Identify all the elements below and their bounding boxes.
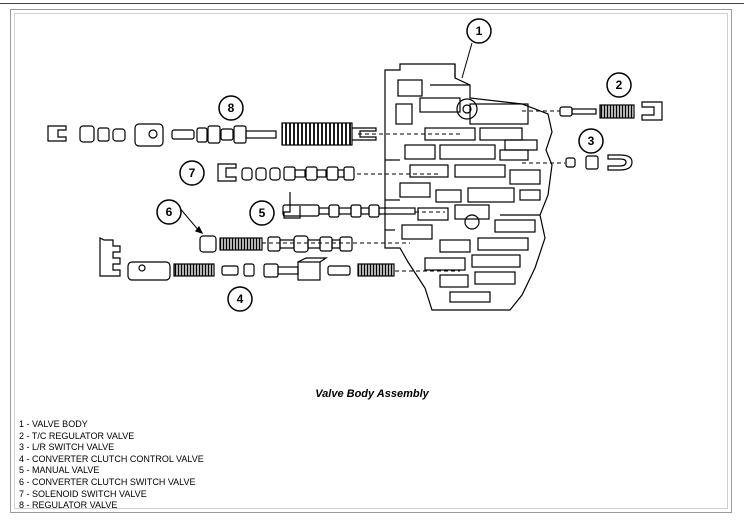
converter-clutch-switch-valve-parts	[177, 205, 353, 253]
callout-8: 8	[218, 95, 244, 121]
regulator-valve-parts	[47, 122, 377, 147]
valve-body-casting	[384, 63, 553, 311]
svg-text:1: 1	[476, 24, 483, 38]
solenoid-switch-valve-parts	[217, 163, 355, 182]
parts-legend: 1 - VALVE BODY 2 - T/C REGULATOR VALVE 3…	[19, 419, 204, 512]
callout-5: 5	[249, 200, 275, 226]
svg-text:7: 7	[189, 166, 196, 180]
callout-1: 1	[461, 18, 492, 79]
lr-switch-valve-parts	[565, 154, 633, 171]
callout-2: 2	[606, 72, 632, 98]
legend-item: 2 - T/C REGULATOR VALVE	[19, 430, 135, 441]
svg-text:8: 8	[228, 101, 235, 115]
svg-text:5: 5	[259, 206, 266, 220]
figure-frame	[10, 9, 732, 513]
manual-valve-parts	[282, 192, 416, 219]
legend-item: 5 - MANUAL VALVE	[19, 465, 100, 476]
svg-text:2: 2	[616, 78, 623, 92]
callout-6: 6	[156, 199, 182, 225]
legend-item: 7 - SOLENOID SWITCH VALVE	[19, 488, 147, 499]
tc-regulator-valve-parts	[559, 101, 663, 121]
callout-3: 3	[578, 128, 604, 154]
figure-frame-inner	[14, 13, 728, 509]
legend-item: 8 - REGULATOR VALVE	[19, 500, 118, 511]
callout-4: 4	[227, 286, 253, 312]
top-rule	[0, 3, 744, 4]
svg-text:6: 6	[166, 205, 173, 219]
figure-caption: Valve Body Assembly	[315, 388, 429, 400]
legend-item: 1 - VALVE BODY	[19, 419, 88, 429]
svg-text:3: 3	[588, 134, 595, 148]
callout-7: 7	[179, 160, 205, 186]
assembly-center-lines	[262, 110, 565, 272]
legend-item: 3 - L/R SWITCH VALVE	[19, 442, 115, 453]
legend-item: 6 - CONVERTER CLUTCH SWITCH VALVE	[19, 476, 196, 487]
valve-body-illustration: 1 2 3 4 5 6 7 8	[47, 18, 663, 312]
converter-clutch-control-valve-parts	[99, 237, 395, 281]
svg-text:4: 4	[237, 292, 244, 306]
legend-item: 4 - CONVERTER CLUTCH CONTROL VALVE	[19, 453, 204, 464]
